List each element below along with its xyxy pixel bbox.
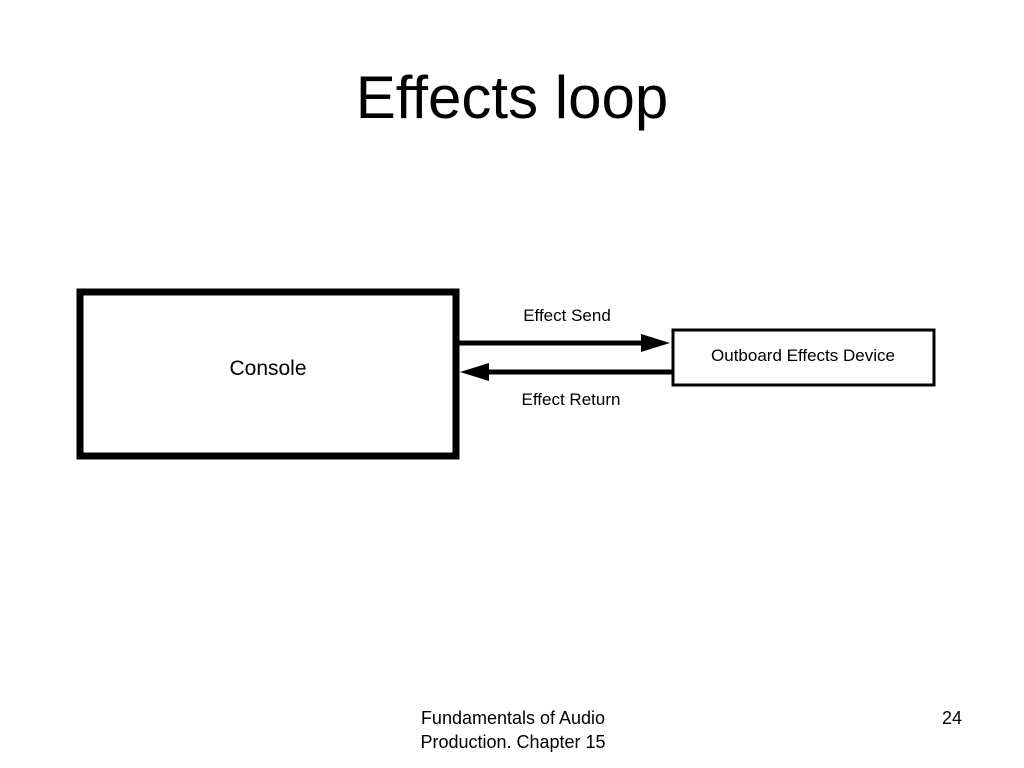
footer-line-1: Fundamentals of Audio bbox=[420, 708, 606, 728]
footer-text: Fundamentals of Audio Production. Chapte… bbox=[390, 706, 636, 754]
slide-title: Effects loop bbox=[355, 64, 669, 131]
outboard-device-box bbox=[671, 328, 936, 387]
console-label: Console bbox=[229, 357, 306, 380]
effect-return-label: Effect Return bbox=[522, 390, 621, 409]
effect-return-arrow bbox=[460, 363, 674, 381]
effect-send-label: Effect Send bbox=[523, 306, 611, 325]
effect-send-arrowhead-icon bbox=[641, 334, 670, 352]
outboard-device-label: Outboard Effects Device bbox=[711, 346, 895, 365]
footer-line-2: Production. Chapter 15 bbox=[420, 732, 606, 752]
effect-send-arrow bbox=[457, 334, 670, 352]
effect-return-arrowhead-icon bbox=[460, 363, 489, 381]
slide-number: 24 bbox=[941, 708, 962, 728]
console-box bbox=[76, 288, 460, 460]
